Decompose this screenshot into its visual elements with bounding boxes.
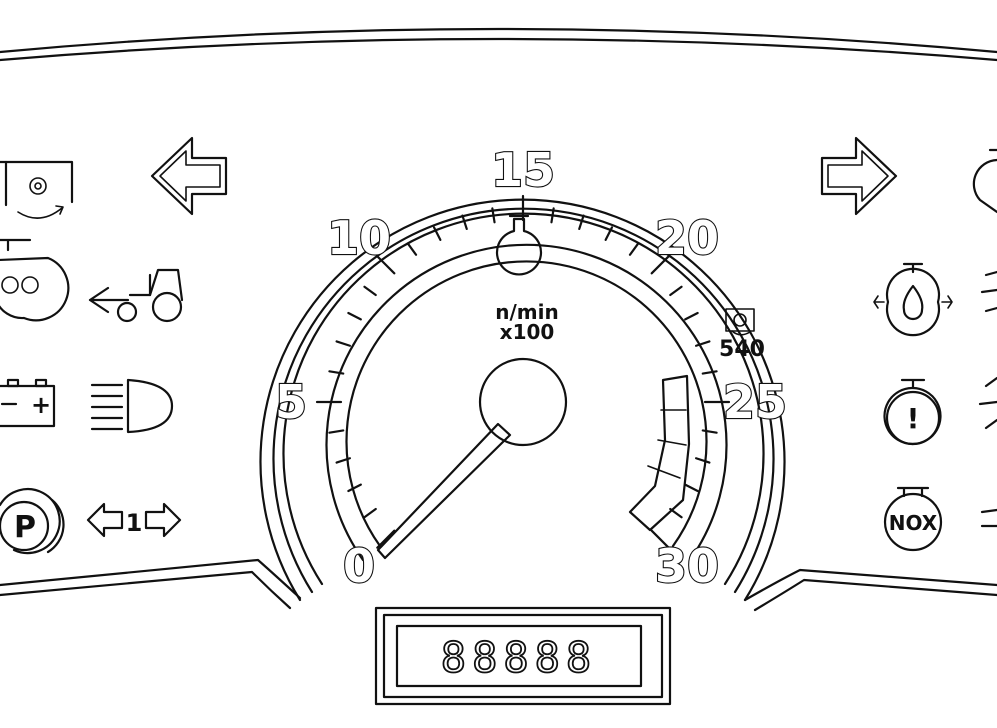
minor-tick	[669, 285, 683, 297]
minor-tick	[550, 207, 555, 224]
right-edge-icons	[972, 148, 997, 528]
minor-tick	[684, 311, 699, 321]
engine-warning-icon: !	[883, 378, 942, 446]
minor-tick	[694, 340, 711, 347]
trailer-tractor-icon	[88, 268, 184, 323]
hour-meter-display: 88888	[374, 606, 672, 706]
major-tick	[650, 255, 670, 275]
minor-tick	[363, 285, 377, 297]
scale-label: 0	[343, 539, 375, 593]
svg-text:+: +	[31, 391, 51, 419]
scale-label: 5	[275, 375, 307, 429]
tachometer-scale-labels: 0 5 10 15 20 25 30	[274, 142, 788, 594]
svg-text:P: P	[14, 510, 36, 545]
unit-label-multiplier: x100	[500, 320, 555, 344]
major-tick	[376, 255, 396, 275]
housing-outline	[0, 27, 997, 612]
minor-tick	[328, 370, 345, 375]
minor-tick	[694, 457, 711, 464]
minor-tick	[328, 429, 345, 434]
minor-tick	[363, 507, 377, 519]
turn-left-arrow-icon	[150, 136, 228, 216]
svg-text:1: 1	[126, 509, 143, 537]
scale-label: 20	[655, 211, 719, 265]
svg-text:!: !	[907, 402, 920, 435]
trailer-turn-indicator-icon: 1	[86, 502, 182, 538]
turn-right-arrow-icon	[820, 136, 898, 216]
minor-tick	[461, 214, 468, 231]
parking-brake-icon: P	[0, 487, 65, 555]
engine-oil-pressure-icon	[873, 262, 953, 337]
pto-engaged-icon	[0, 160, 74, 219]
scale-label: 30	[655, 539, 719, 593]
needle-hub	[478, 357, 568, 447]
tachometer: 0 5 10 15 20 25 30 n/min x100 540	[259, 142, 788, 602]
minor-tick	[347, 311, 362, 321]
hour-meter-digits: 88888	[441, 633, 597, 682]
nox-icon: NOX	[883, 486, 943, 552]
minor-tick	[628, 242, 640, 256]
scale-label: 15	[491, 143, 555, 197]
engine-speed-icon	[495, 214, 543, 276]
scale-label: 25	[723, 375, 787, 429]
minor-tick	[684, 483, 699, 493]
scale-label: 10	[327, 211, 391, 265]
major-tick	[376, 529, 396, 549]
minor-tick	[604, 226, 614, 241]
unit-label-rpm: n/min	[495, 300, 558, 324]
minor-tick	[335, 457, 352, 464]
minor-tick	[578, 214, 585, 231]
tachometer-needle	[376, 422, 512, 560]
high-beam-icon	[90, 378, 174, 434]
redline-band	[628, 374, 691, 532]
battery-icon: +	[0, 378, 56, 428]
minor-tick	[701, 429, 718, 434]
minor-tick	[432, 226, 442, 241]
svg-text:NOX: NOX	[889, 511, 938, 535]
glow-plug-icon	[0, 238, 70, 322]
minor-tick	[701, 370, 718, 375]
minor-tick	[406, 242, 418, 256]
minor-tick	[347, 483, 362, 493]
pto-speed-marker	[725, 308, 755, 336]
pto-speed-label: 540	[719, 337, 765, 362]
major-tick	[650, 529, 670, 549]
minor-tick	[335, 340, 352, 347]
tachometer-ticks	[315, 194, 731, 549]
minor-tick	[491, 207, 496, 224]
